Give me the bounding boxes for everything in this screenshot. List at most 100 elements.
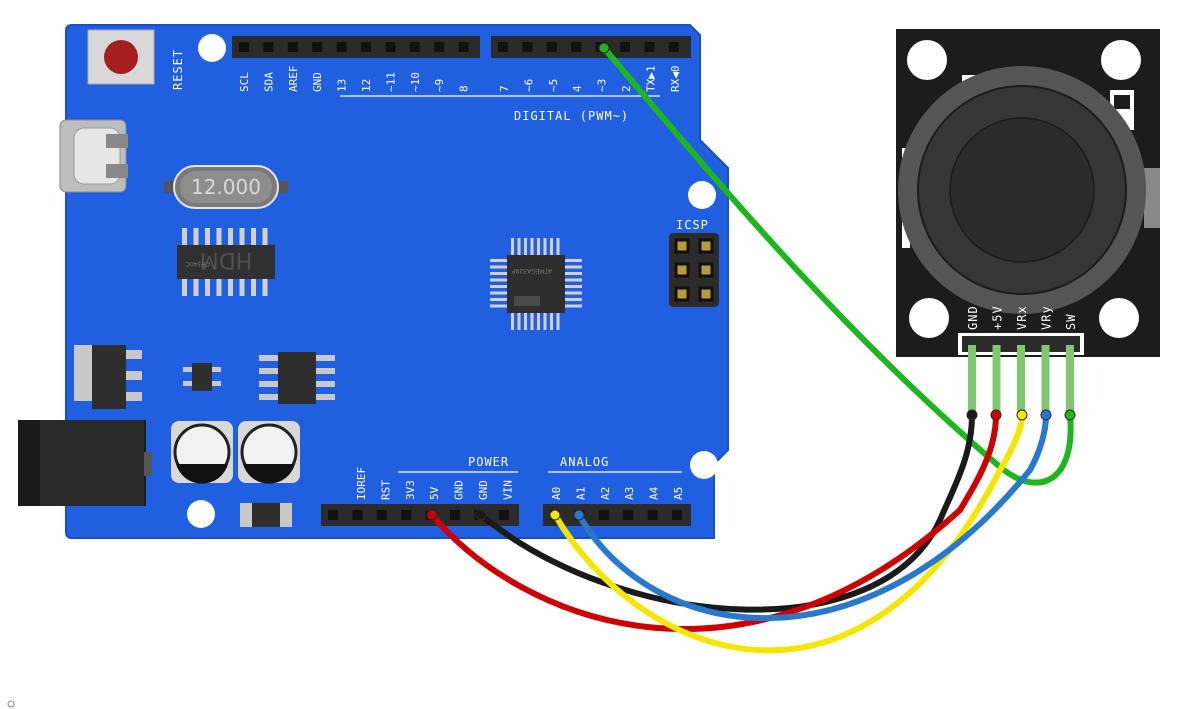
power-label: POWER — [468, 455, 509, 469]
mcu-pin — [490, 298, 507, 301]
mcu-pin — [517, 313, 521, 330]
pin-label: IOREF — [355, 467, 368, 500]
icsp-pin — [674, 262, 690, 278]
chip-pin — [262, 228, 268, 245]
wire-blue-a1[interactable] — [576, 412, 1049, 622]
header-pin[interactable] — [668, 42, 679, 52]
soic-chip — [259, 352, 335, 404]
header-pin[interactable] — [361, 42, 371, 52]
joystick-pin[interactable] — [1066, 345, 1074, 415]
header-pin[interactable] — [498, 42, 508, 52]
wire-red-5v[interactable] — [429, 412, 999, 632]
dc-barrel-jack[interactable] — [18, 420, 152, 506]
mcu-pin — [517, 238, 521, 255]
icsp-pin — [674, 286, 690, 302]
header-pin[interactable] — [328, 510, 338, 520]
mcu-pin — [565, 298, 582, 301]
chip-pin — [239, 279, 245, 296]
header-pin[interactable] — [522, 42, 533, 52]
wire-endpoint — [549, 509, 561, 521]
header-pin[interactable] — [598, 510, 609, 520]
joystick-pin[interactable] — [1041, 345, 1050, 415]
header-pin[interactable] — [672, 510, 682, 520]
reset-button[interactable] — [87, 29, 155, 85]
power-header — [321, 504, 519, 526]
mcu-pin — [490, 259, 507, 262]
mounting-hole — [198, 34, 226, 62]
mcu-pin — [490, 278, 507, 282]
mcu-pin — [550, 238, 553, 255]
header-pin[interactable] — [498, 510, 509, 520]
mounting-hole — [909, 298, 949, 338]
header-pin[interactable] — [434, 42, 445, 52]
pin-label: 13 — [336, 79, 349, 92]
pin-label: SCL — [238, 72, 251, 92]
joystick-pin[interactable] — [1017, 345, 1025, 415]
small-transistor — [183, 363, 221, 391]
pin-label: A5 — [672, 487, 685, 500]
mcu-pin — [565, 278, 582, 282]
joystick-knob[interactable] — [898, 66, 1146, 314]
pin-label: VIN — [501, 480, 514, 500]
pin-label: 2 — [620, 85, 633, 92]
mcu-pin — [565, 259, 582, 262]
mcu-pin — [490, 291, 507, 295]
header-pin[interactable] — [385, 42, 396, 52]
header-pin[interactable] — [620, 42, 630, 52]
pin-label: GND — [453, 480, 466, 500]
digital-header-left — [232, 36, 480, 58]
chip-pin — [228, 279, 233, 296]
header-pin[interactable] — [352, 510, 363, 520]
chip-pin — [251, 228, 256, 245]
digital-label: DIGITAL (PWM~) — [514, 109, 629, 123]
header-pin[interactable] — [401, 510, 412, 520]
wire-yellow-a0[interactable] — [552, 412, 1025, 654]
pin-label: ~10 — [409, 72, 422, 92]
pin-label: AREF — [287, 66, 300, 93]
wires — [426, 42, 1076, 654]
pin-label: A3 — [623, 487, 636, 500]
voltage-regulator — [74, 345, 142, 409]
joystick-pin[interactable] — [992, 345, 1001, 415]
header-pin[interactable] — [458, 42, 469, 52]
analog-label: ANALOG — [560, 455, 609, 469]
pin-label: A1 — [574, 487, 587, 500]
header-pin[interactable] — [376, 510, 387, 520]
joystick-pin[interactable] — [968, 345, 976, 415]
header-pin[interactable] — [623, 510, 634, 520]
header-pin[interactable] — [239, 42, 249, 52]
analog-header — [543, 504, 691, 526]
pin-label: A4 — [648, 486, 661, 500]
header-pin[interactable] — [546, 42, 557, 52]
wire-green-d3-sw[interactable] — [601, 45, 1074, 486]
mcu-pin — [490, 285, 507, 288]
pin-label: A0 — [550, 487, 563, 500]
usb-c-port[interactable] — [59, 119, 128, 193]
header-pin[interactable] — [450, 510, 460, 520]
pin-label: 7 — [498, 85, 511, 92]
icsp-pin — [698, 238, 714, 254]
pin-label: GND — [311, 72, 324, 92]
chip-pin — [182, 279, 187, 296]
pin-label: SDA — [262, 72, 275, 92]
wire-black-gnd[interactable] — [478, 412, 975, 613]
mcu-pin — [565, 304, 582, 308]
header-pin[interactable] — [287, 42, 298, 52]
mcu-pin — [537, 313, 540, 330]
header-pin[interactable] — [647, 510, 658, 520]
chip-logo: HDM — [200, 247, 252, 272]
crystal-oscillator: 12.000 — [164, 165, 288, 209]
header-pin[interactable] — [409, 42, 420, 52]
mcu-pin — [550, 313, 553, 330]
header-pin[interactable] — [336, 42, 347, 52]
header-pin[interactable] — [263, 42, 274, 52]
pin-label: RX◀0 — [669, 66, 682, 93]
header-pin[interactable] — [571, 42, 582, 52]
mcu-pin — [530, 313, 534, 330]
mcu-pin — [490, 265, 507, 269]
header-pin[interactable] — [312, 42, 323, 52]
header-pin[interactable] — [644, 42, 655, 52]
mcu-pin — [511, 313, 514, 330]
mcu-pin — [511, 238, 514, 255]
icsp-label: ICSP — [676, 218, 709, 232]
